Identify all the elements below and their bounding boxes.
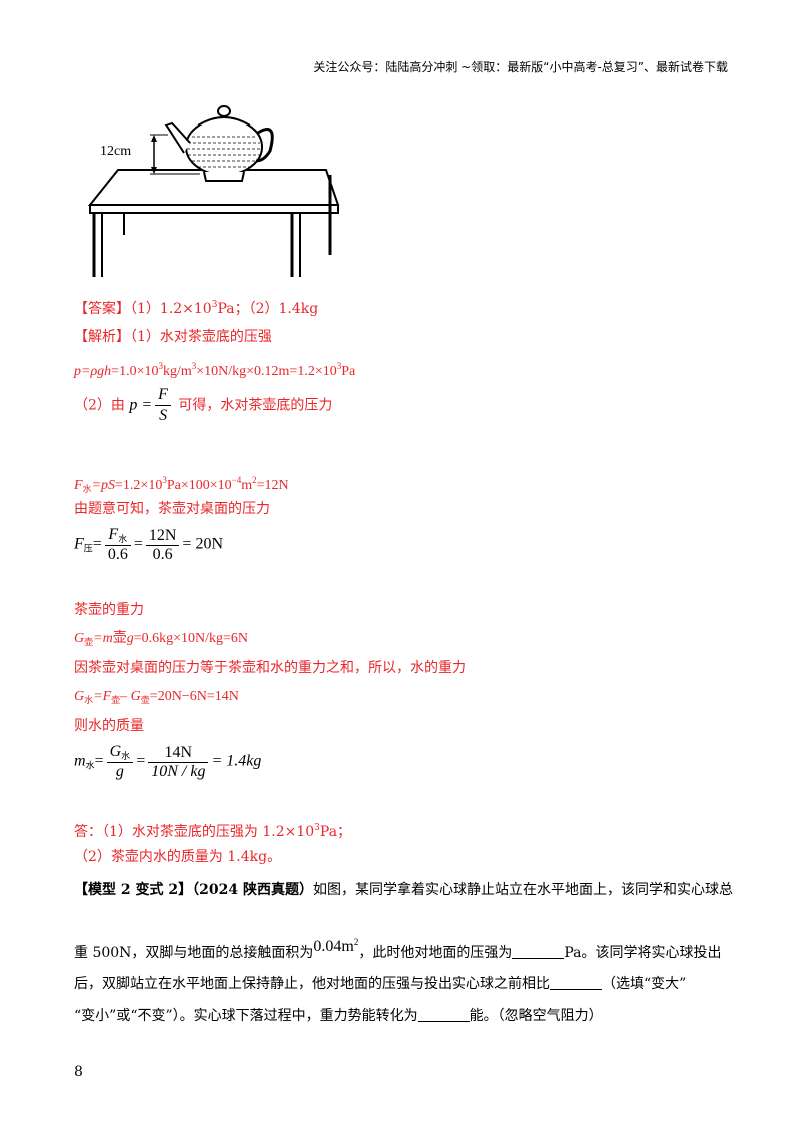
table-edge: [89, 204, 339, 214]
problem-line-1: 【模型 2 变式 2】（2024 陕西真题）如图，某同学拿着实心球静止站立在水平…: [74, 882, 733, 898]
problem-tag: 【模型 2 变式 2】: [74, 882, 193, 898]
answer-blank-3[interactable]: [417, 1007, 470, 1022]
water-gravity-formula: G水=F壶– G壶=20N−6N=14N: [74, 689, 239, 705]
teapot-spout: [164, 121, 191, 154]
water-force-formula: F水=pS=1.2×103Pa×100×10−4m2=12N: [74, 475, 289, 494]
page-header: 关注公众号：陆陆高分冲刺 ~领取：最新版“小中高考-总复习”、最新试卷下载: [313, 60, 728, 74]
teapot-base: [203, 171, 245, 182]
teapot-knob: [217, 105, 231, 117]
answer-blank-1[interactable]: [512, 944, 565, 959]
analysis-tag: 【解析】: [74, 329, 130, 345]
page-number: 8: [74, 1064, 83, 1080]
pot-gravity-formula: G壶=m壶g=0.6kg×10N/kg=6N: [74, 631, 248, 647]
because-text: 因茶壶对桌面的压力等于茶壶和水的重力之和，所以，水的重力: [74, 660, 466, 676]
gravity-text: 茶壶的重力: [74, 602, 144, 618]
table-force-text: 由题意可知，茶壶对桌面的压力: [74, 501, 270, 517]
mass-text: 则水的质量: [74, 718, 144, 734]
teapot-table-figure: 12cm: [87, 105, 340, 277]
conclusion-2: （2）茶壶内水的质量为 1.4kg。: [74, 849, 282, 865]
answer-tag: 【答案】: [74, 301, 130, 317]
pressure-formula: p=ρgh=1.0×103kg/m3×10N/kg×0.12m=1.2×103P…: [74, 361, 356, 379]
teapot-handle: [255, 128, 274, 163]
height-label: 12cm: [100, 144, 131, 159]
problem-source: （2024 陕西真题）: [192, 882, 313, 898]
conclusion-1: 答：（1）水对茶壶底的压强为 1.2×103Pa；: [74, 823, 352, 840]
analysis-intro: 【解析】（1）水对茶壶底的压强: [74, 329, 272, 345]
answer-blank-2[interactable]: [550, 975, 602, 990]
teapot-lid: [197, 116, 251, 126]
problem-line-4: “变小”或“不变”）。实心球下落过程中，重力势能转化为能。（忽略空气阻力）: [74, 1007, 603, 1024]
problem-line-3: 后，双脚站立在水平地面上保持静止，他对地面的压强与投出实心球之前相比（选填“变大…: [74, 975, 687, 992]
answer-line: 【答案】（1）1.2×103Pa；（2）1.4kg: [74, 300, 319, 317]
